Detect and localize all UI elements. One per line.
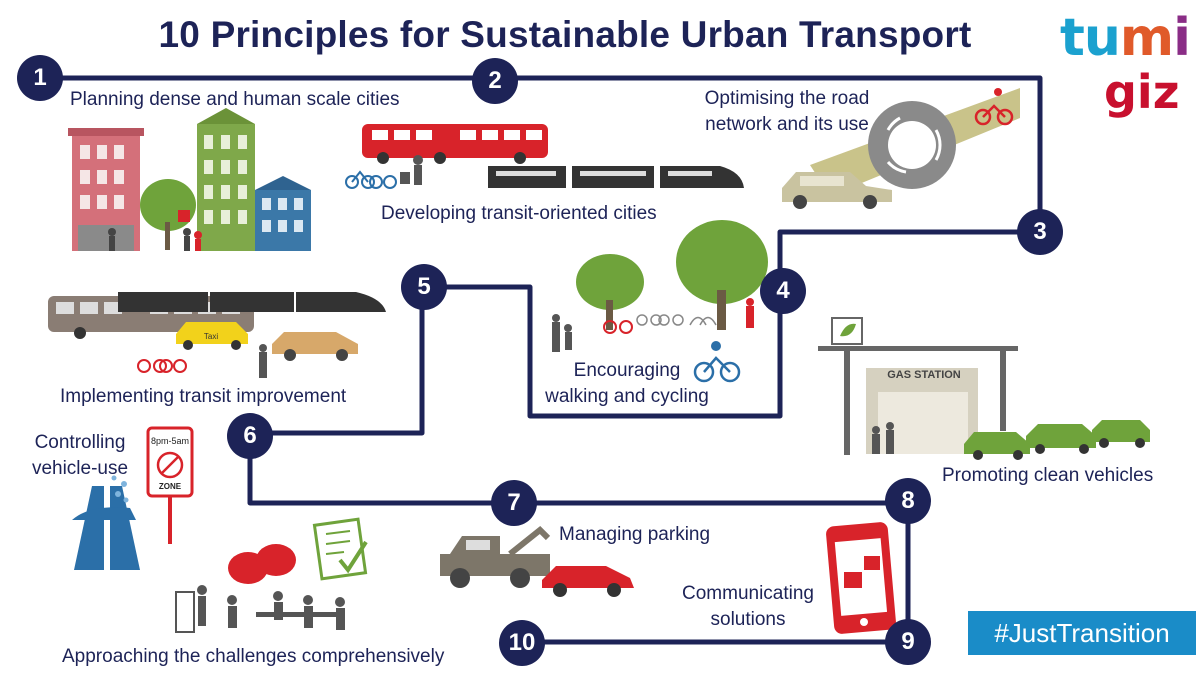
principle-3-label-line-2: network and its use [705, 114, 869, 135]
principle-4-label-line-1: Encouraging [573, 360, 681, 381]
step-10-marker: 10 [499, 620, 545, 666]
step-8-marker: 8 [885, 478, 931, 524]
transit-oriented-illustration [345, 124, 744, 189]
walking-cycling-illustration [552, 220, 768, 383]
principle-6-label-line-2: vehicle-use [31, 458, 129, 479]
principle-1-label: Planning dense and human scale cities [70, 89, 400, 110]
principle-4-label: Encouraging walking and cycling [530, 358, 724, 410]
principle-6-label: Controlling vehicle-use [18, 430, 142, 482]
tow-truck-illustration [440, 525, 634, 597]
principle-9-label-line-1: Communicating [682, 583, 814, 604]
phone-illustration [826, 522, 896, 634]
hashtag-badge: #JustTransition [968, 611, 1196, 655]
step-5-marker: 5 [401, 264, 447, 310]
vehicle-use-illustration [72, 426, 194, 570]
principle-4-label-line-2: walking and cycling [545, 386, 709, 407]
city-buildings-illustration [68, 108, 311, 251]
principle-8-label: Promoting clean vehicles [942, 465, 1154, 486]
tumi-logo-i: i [1173, 8, 1191, 68]
transit-improvement-illustration [48, 292, 386, 378]
tumi-logo-u: u [1083, 8, 1121, 68]
step-1-marker: 1 [17, 55, 63, 101]
principle-5-label: Implementing transit improvement [60, 386, 347, 407]
principle-10-label: Approaching the challenges comprehensive… [62, 646, 445, 667]
step-2-marker: 2 [472, 58, 518, 104]
principle-9-label-line-2: solutions [710, 609, 786, 630]
principle-2-label: Developing transit-oriented cities [381, 203, 657, 224]
principle-3-label: Optimising the road network and its use [684, 86, 890, 138]
tumi-logo-m: m [1119, 8, 1174, 68]
tumi-logo-t: t [1060, 8, 1085, 68]
meeting-illustration [175, 517, 368, 633]
step-7-marker: 7 [491, 480, 537, 526]
sign-hours-text: 8pm-5am [150, 436, 189, 446]
step-3-marker: 3 [1017, 209, 1063, 255]
principle-3-label-line-1: Optimising the road [704, 88, 870, 109]
principle-6-label-line-1: Controlling [34, 432, 126, 453]
taxi-text: Taxi [203, 332, 219, 341]
sign-zone-text: ZONE [158, 482, 182, 491]
roundabout-illustration [782, 88, 1020, 209]
page-title: 10 Principles for Sustainable Urban Tran… [158, 14, 972, 55]
gas-station-text: GAS STATION [887, 369, 961, 381]
principle-7-label: Managing parking [559, 524, 711, 545]
giz-logo: giz [1104, 65, 1180, 119]
step-6-marker: 6 [227, 413, 273, 459]
clean-vehicles-illustration [818, 317, 1150, 460]
step-9-marker: 9 [885, 619, 931, 665]
tumi-logo: tumi [1060, 8, 1191, 68]
principle-9-label: Communicating solutions [668, 581, 828, 633]
step-4-marker: 4 [760, 268, 806, 314]
